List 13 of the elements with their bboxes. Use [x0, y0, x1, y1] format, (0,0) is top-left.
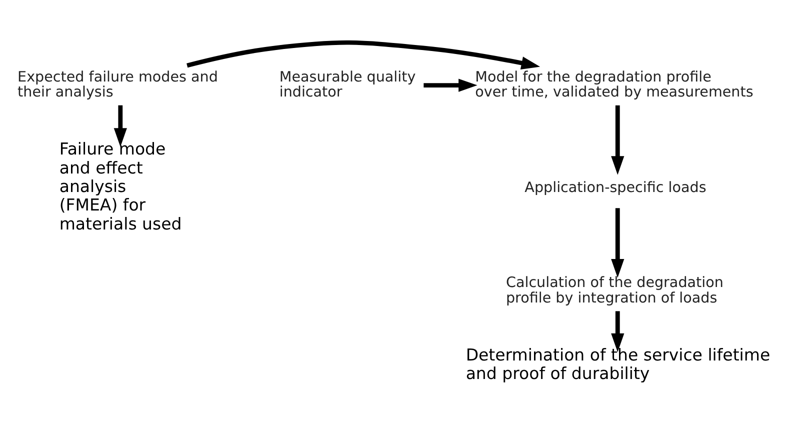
arrow — [424, 78, 478, 92]
arrow — [611, 208, 624, 278]
node-text: Model for the degradation profile over time, validated by measurements — [475, 69, 754, 101]
node-text: Measurable quality indicator — [279, 69, 416, 101]
arrow — [186, 40, 540, 70]
arrow — [611, 311, 624, 352]
node-text: Calculation of the degradation profile by integration of loads — [506, 275, 724, 306]
node-text: Application-specific loads — [524, 180, 706, 196]
node-text: Expected failure modes and their analysis — [18, 69, 218, 101]
arrow — [114, 105, 127, 147]
arrow — [611, 105, 624, 175]
node-text: Determination of the service lifetime and proof of durability — [466, 345, 770, 383]
node-text: Failure mode and effect analysis (FMEA) for materials used — [59, 140, 182, 234]
